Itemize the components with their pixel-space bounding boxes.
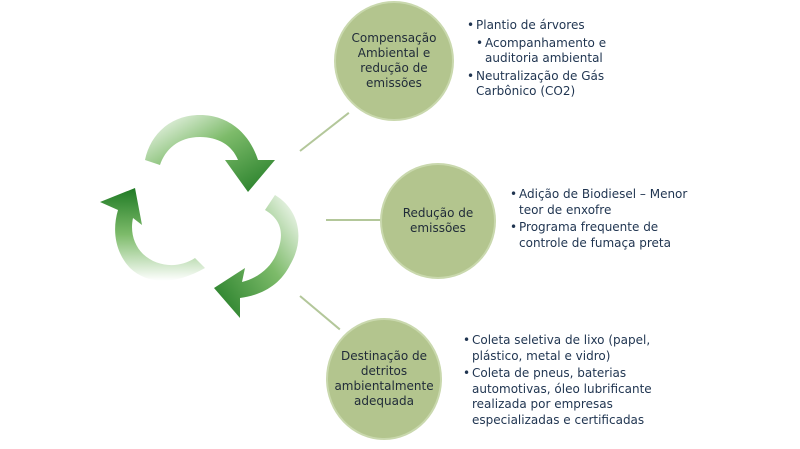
recycle-arrow-right <box>214 195 299 318</box>
node-reducao-label: Redução de emissões <box>402 206 474 235</box>
connector-middle <box>326 219 382 221</box>
recycle-arrow-top <box>145 115 275 192</box>
list-item: Plantio de árvores <box>467 18 627 34</box>
recycle-icon <box>100 115 299 318</box>
list-destinacao: Coleta seletiva de lixo (papel, plástico… <box>463 333 663 430</box>
node-destinacao-label: Destinação de detritos ambientalmente ad… <box>334 349 434 408</box>
list-item: Programa frequente de controle de fumaça… <box>510 220 696 251</box>
list-compensacao: Plantio de árvores Acompanhamento e audi… <box>467 18 627 102</box>
recycle-arrow-left <box>100 188 205 281</box>
list-item: Acompanhamento e auditoria ambiental <box>476 36 627 67</box>
list-item: Coleta de pneus, baterias automotivas, ó… <box>463 366 663 428</box>
list-item: Neutralização de Gás Carbônico (CO2) <box>467 69 627 100</box>
list-reducao: Adição de Biodiesel – Menor teor de enxo… <box>510 187 696 253</box>
list-item: Adição de Biodiesel – Menor teor de enxo… <box>510 187 696 218</box>
node-reducao: Redução de emissões <box>382 165 494 277</box>
node-compensacao-label: Compensação Ambiental e redução de emiss… <box>351 31 437 90</box>
node-compensacao: Compensação Ambiental e redução de emiss… <box>336 3 452 119</box>
list-item: Coleta seletiva de lixo (papel, plástico… <box>463 333 663 364</box>
node-destinacao: Destinação de detritos ambientalmente ad… <box>328 320 440 438</box>
